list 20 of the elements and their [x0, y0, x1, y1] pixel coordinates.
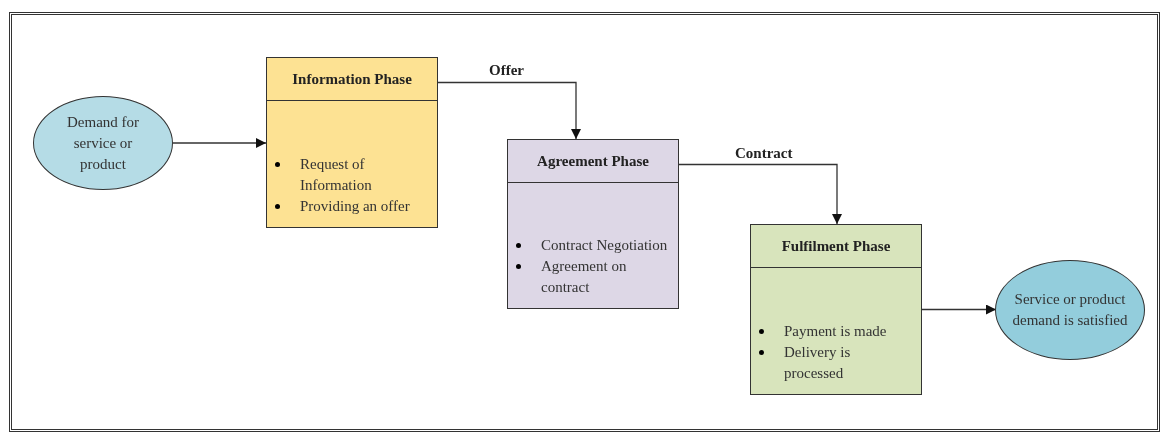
arrow — [437, 81, 581, 140]
phase-title: Information Phase — [292, 69, 412, 89]
bullet-text: Delivery is processed — [784, 343, 852, 383]
arrow — [678, 163, 842, 225]
phase-title: Fulfilment Phase — [781, 236, 891, 256]
bullet-text: Contract Negotiation — [541, 236, 668, 255]
phase-box — [507, 139, 679, 309]
phase-box — [750, 224, 922, 395]
edge-label: Offer — [488, 63, 525, 78]
bullet-text: Request of Information — [300, 155, 373, 195]
bullet-text: Payment is made — [784, 322, 887, 341]
bullet-text: Agreement on contract — [541, 257, 628, 297]
bullet-text: Providing an offer — [300, 197, 410, 216]
phase-box — [266, 57, 438, 228]
arrow — [172, 138, 267, 148]
arrow — [921, 304, 997, 315]
edge-label: Contract — [734, 146, 794, 161]
terminal-text: Service or product demand is satisfied — [1012, 290, 1128, 330]
terminal-text: Demand for service or product — [65, 112, 141, 174]
phase-title: Agreement Phase — [537, 151, 649, 171]
